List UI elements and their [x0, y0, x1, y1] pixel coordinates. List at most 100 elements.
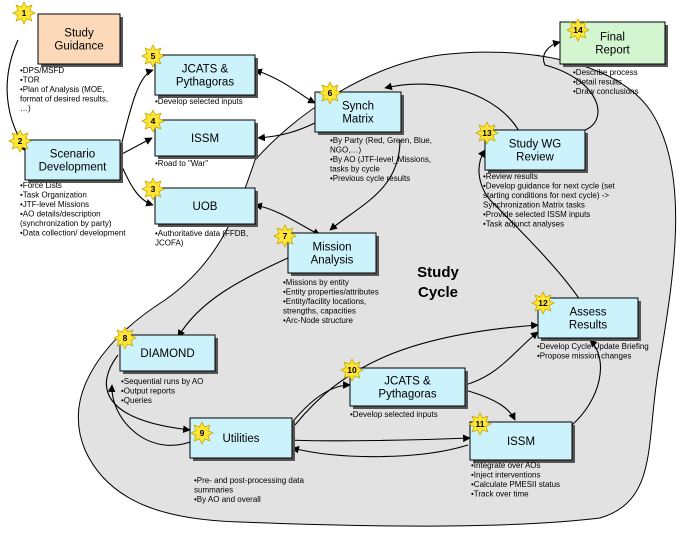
step-14-note: •Detail results	[573, 78, 622, 87]
connector-scenario-to-issm	[119, 137, 153, 156]
step-1-box	[37, 13, 121, 65]
step-6-note: NGO,…)	[330, 146, 361, 155]
step-12-star	[531, 291, 555, 315]
step-2-note: •AO details/description	[20, 210, 101, 219]
connectors	[6, 39, 602, 458]
step-6-note: •By AO (JTF-level_Missions,	[330, 155, 431, 164]
connector-scenario-to-jcats	[119, 68, 154, 151]
step-13-star	[475, 121, 499, 145]
step-2-note: •Data collection/ development	[20, 229, 126, 238]
connector-utilities-to-diamond	[107, 384, 196, 446]
connector-uob-mission	[254, 202, 321, 236]
cycle-title-line2: Cycle	[418, 284, 458, 301]
step-4-star	[141, 109, 165, 133]
step-7-note: •Entity/facility locations,	[283, 297, 366, 306]
step-7-note: •Entity properties/attributes	[283, 288, 379, 297]
step-10-label: JCATS &	[384, 376, 431, 388]
step-3-note: JCOFA)	[155, 239, 184, 248]
step-11-number: 11	[476, 419, 485, 429]
step-7-note: strengths, capacities	[283, 307, 356, 316]
step-3-number: 3	[151, 184, 156, 194]
step-13-number: 13	[482, 128, 492, 138]
step-14-label: Final	[600, 32, 625, 44]
step-13-box	[484, 129, 586, 171]
step-14-star	[566, 18, 590, 42]
step-7-note: •Missions by entity	[283, 278, 349, 287]
step-4-box	[154, 119, 256, 157]
connector-synch-to-issm	[257, 122, 316, 142]
step-8-number: 8	[123, 333, 128, 343]
step-7-box	[287, 232, 377, 274]
step-6-number: 6	[328, 88, 333, 98]
step-12-label: Assess	[569, 307, 606, 319]
step-13-note: •Review results	[483, 172, 538, 181]
step-13-label: Study WG	[509, 139, 561, 151]
step-9-note: •By AO and overall	[194, 495, 261, 504]
step-6-label: Matrix	[342, 114, 374, 126]
connector-review-to-report	[542, 39, 599, 131]
step-6-note: •By Party (Red, Green, Blue,	[330, 136, 432, 145]
step-12-number: 12	[538, 298, 548, 308]
step-8-note: •Queries	[121, 396, 152, 405]
step-13-label: Review	[516, 152, 554, 164]
step-1-note: •DPS/MSFD	[20, 66, 64, 75]
step-6-label: Synch	[342, 101, 374, 113]
cycle-title-line1: Study	[417, 264, 459, 281]
step-8-box	[119, 334, 216, 372]
step-5-box	[154, 54, 256, 96]
step-14-label: Report	[595, 45, 630, 57]
step-10-star	[340, 358, 364, 382]
step-1-note: format of desired results,	[20, 95, 108, 104]
step-5-star	[141, 44, 165, 68]
step-4-note: •Road to "War"	[155, 159, 208, 168]
connector-jcats-synch	[254, 68, 316, 104]
step-1-note: •Plan of Analysis (MOE,	[20, 85, 105, 94]
connector-issm-to-assess	[571, 339, 602, 426]
step-12-box	[537, 297, 639, 339]
step-2-note: •Force Lists	[20, 181, 62, 190]
step-4-label: ISSM	[191, 133, 219, 145]
step-13-note: Synchronization Matrix tasks	[483, 201, 585, 210]
step-8-note: •Output reports	[121, 387, 175, 396]
step-14-note: •Describe process	[573, 68, 638, 77]
step-1-note: …)	[20, 104, 31, 113]
step-7-star	[273, 224, 297, 248]
step-8-star	[113, 326, 137, 350]
step-13-note: starting conditions for next cycle) ->	[483, 191, 609, 200]
step-8-label: DIAMOND	[140, 348, 194, 360]
step-12-note: •Develop Cycle Update Briefing	[537, 342, 649, 351]
connector-synch-to-mission	[329, 139, 401, 231]
step-1-note: •TOR	[20, 76, 40, 85]
step-7-label: Analysis	[311, 255, 354, 267]
step-6-note: tasks by cycle	[330, 165, 380, 174]
step-13-note: •Task adjunct analyses	[483, 220, 564, 229]
step-5-label: Pythagoras	[176, 77, 234, 89]
step-3-box	[154, 187, 256, 225]
step-11-note: •Inject interventions	[471, 471, 541, 480]
step-10-box	[349, 367, 466, 407]
step-2-note: •Task Organization	[20, 191, 87, 200]
step-2-star	[8, 129, 32, 153]
step-2-number: 2	[18, 136, 23, 146]
step-5-label: JCATS &	[182, 64, 229, 76]
step-11-note: •Track over time	[471, 490, 529, 499]
connector-jcats10-to-issm	[464, 389, 516, 421]
connector-utilities-to-issm	[289, 434, 471, 443]
step-5-note: •Develop selected inputs	[155, 97, 243, 106]
step-2-label: Scenario	[50, 149, 95, 161]
step-2-label: Development	[39, 162, 108, 174]
step-10-note: •Develop selected inputs	[350, 410, 438, 419]
connector-utilities-to-assess	[294, 321, 539, 426]
step-14-note: •Draw conclusions	[573, 87, 639, 96]
step-13-note: •Develop guidance for next cycle (set	[483, 182, 616, 191]
connector-assess-to-review	[477, 149, 581, 301]
step-9-label: Utilities	[222, 433, 259, 445]
notes: •DPS/MSFD•TOR•Plan of Analysis (MOE,form…	[20, 66, 649, 504]
step-2-note: (synchronization by party)	[20, 219, 112, 228]
step-3-note: •Authoritative data (FFDB,	[155, 229, 248, 238]
step-13-note: •Provide selected ISSM inputs	[483, 210, 590, 219]
step-9-note: summaries	[194, 486, 233, 495]
step-10-number: 10	[347, 365, 357, 375]
